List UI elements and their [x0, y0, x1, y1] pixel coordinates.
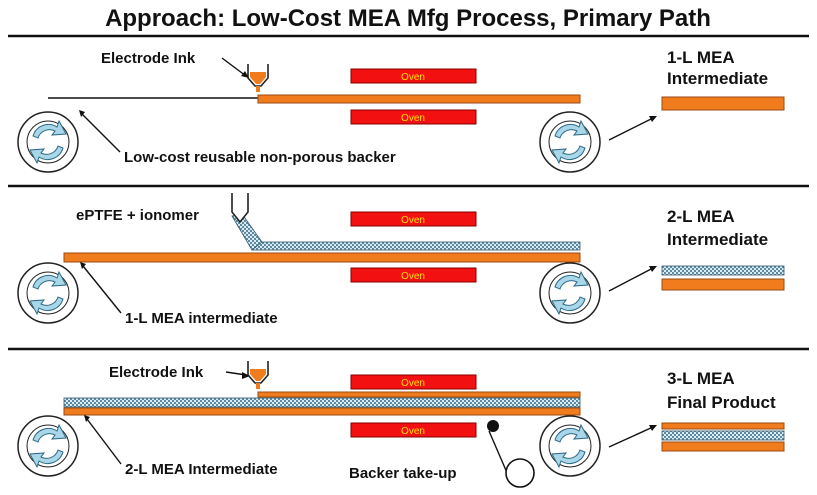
backer-pointer-head: [84, 415, 90, 422]
oven-top-label: Oven: [401, 72, 425, 83]
takeup-guide-roller-icon: [487, 420, 499, 432]
result-arrow-head: [649, 266, 657, 272]
result-subtitle: Intermediate: [667, 69, 768, 88]
result-arrow-head: [649, 116, 657, 122]
oven-top: [350, 374, 477, 390]
mea-1l-layer: [63, 252, 581, 263]
result-arrow: [608, 426, 654, 448]
ink-hopper-icon: [247, 360, 269, 390]
panel-2: Oven Oven ePTFE + ionomer 1-L MEA interm…: [17, 193, 785, 327]
electrode-ink-layer: [257, 391, 581, 398]
electrode-ink-label: Electrode Ink: [101, 50, 196, 67]
eptfe-dispense-flow: [231, 213, 263, 251]
oven-bottom-label: Oven: [401, 426, 425, 437]
ink-pointer-head: [241, 71, 249, 78]
result-arrow: [608, 267, 654, 292]
ink-pointer-head: [242, 372, 250, 379]
oven-top: [350, 211, 477, 227]
backer-pointer: [86, 418, 122, 465]
left-roller-icon: [17, 111, 79, 173]
electrode-ink-layer: [257, 94, 581, 104]
backer-label: Low-cost reusable non-porous backer: [124, 149, 396, 166]
eptfe-hopper-icon: [231, 193, 249, 224]
result-subtitle: Intermediate: [667, 230, 768, 249]
result-subtitle: Final Product: [667, 393, 776, 412]
oven-bottom: [350, 109, 477, 125]
result-membrane-layer: [661, 430, 785, 441]
left-roller-icon: [17, 262, 79, 324]
ink-hopper-icon: [247, 63, 269, 93]
backer-pointer-head: [79, 110, 85, 117]
backer-takeup-label: Backer take-up: [349, 465, 457, 482]
oven-top-label: Oven: [401, 215, 425, 226]
right-roller-icon: [539, 415, 601, 477]
right-roller-icon: [539, 111, 601, 173]
result-title: 1-L MEA: [667, 48, 735, 67]
eptfe-membrane: [63, 397, 581, 408]
result-title: 3-L MEA: [667, 369, 735, 388]
result-bottom-layer: [661, 441, 785, 452]
result-1l-layer: [661, 278, 785, 291]
result-arrow-head: [649, 425, 657, 431]
oven-bottom: [350, 267, 477, 283]
backer-pointer: [81, 113, 121, 153]
oven-bottom: [350, 422, 477, 438]
ink-pointer: [221, 57, 247, 77]
eptfe-membrane: [251, 241, 581, 251]
result-top-layer: [661, 422, 785, 430]
backer-label: 1-L MEA intermediate: [125, 310, 278, 327]
oven-top-label: Oven: [401, 378, 425, 389]
oven-bottom-label: Oven: [401, 113, 425, 124]
backer-label: 2-L MEA Intermediate: [125, 461, 278, 478]
backer-pointer: [82, 265, 122, 314]
oven-bottom-label: Oven: [401, 271, 425, 282]
takeup-spool-icon: [505, 458, 535, 488]
result-title: 2-L MEA: [667, 207, 735, 226]
result-membrane-layer: [661, 265, 785, 276]
panel-1: Oven Oven Electrode Ink Low-cost reusabl…: [17, 48, 785, 173]
left-roller-icon: [17, 415, 79, 477]
result-arrow: [608, 117, 654, 141]
electrode-ink-label: Electrode Ink: [109, 364, 204, 381]
mea-base-layer: [63, 407, 581, 416]
takeup-path: [488, 430, 509, 476]
right-roller-icon: [539, 262, 601, 324]
oven-top: [350, 68, 477, 84]
backer-pointer-head: [80, 262, 86, 269]
result-1l-layer: [661, 96, 785, 111]
panel-3: Oven Oven Electrode Ink 2-L MEA Intermed…: [17, 360, 785, 488]
page-title: Approach: Low-Cost MEA Mfg Process, Prim…: [105, 5, 711, 32]
eptfe-label: ePTFE + ionomer: [76, 207, 199, 224]
